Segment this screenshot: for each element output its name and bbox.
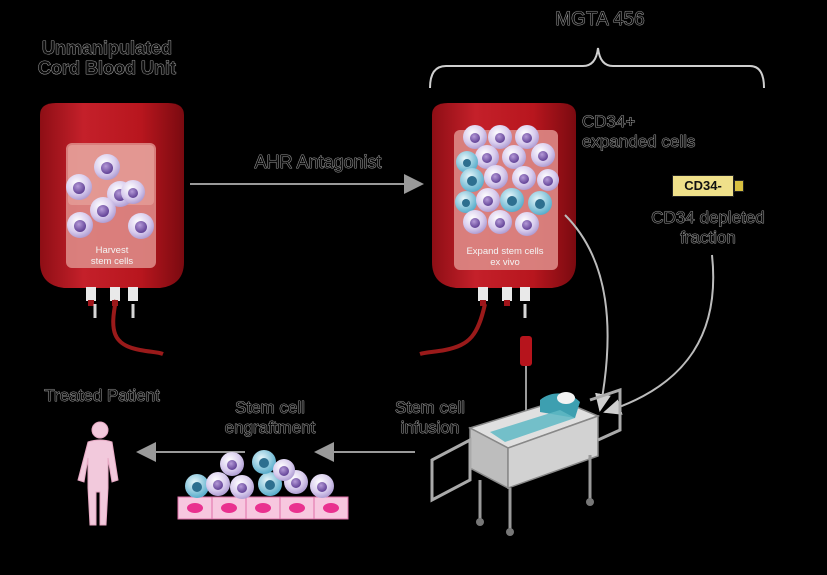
cd34-expanded-label: CD34+ expanded cells <box>582 112 696 152</box>
cell-icon <box>500 188 524 212</box>
ahr-antagonist-label: AHR Antagonist <box>254 152 382 173</box>
cell-icon <box>460 168 484 192</box>
engraftment-label: Stem cell engraftment <box>224 398 316 438</box>
cell-icon <box>475 145 499 169</box>
hospital-bed-icon <box>430 387 622 536</box>
cell-icon <box>456 151 478 173</box>
left-bag-cells <box>66 154 154 239</box>
cell-icon <box>515 212 539 236</box>
engraftment-tissue <box>177 450 349 520</box>
cell-icon <box>185 474 209 498</box>
cell-icon <box>488 125 512 149</box>
expand-text: Expand stem cells ex vivo <box>466 246 544 268</box>
cell-icon <box>528 191 552 215</box>
harvest-text: Harvest stem cells <box>90 245 134 267</box>
cord-blood-unit-label: Unmanipulated Cord Blood Unit <box>38 38 177 79</box>
cell-icon <box>66 174 92 200</box>
cell-icon <box>488 210 512 234</box>
cell-icon <box>310 474 334 498</box>
cell-icon <box>258 472 282 496</box>
right-bag-cells <box>455 125 559 236</box>
expanded-to-bed-arrow <box>564 214 611 412</box>
treated-patient-label: Treated Patient <box>44 386 160 406</box>
cell-icon <box>463 125 487 149</box>
cell-icon <box>121 180 145 204</box>
cell-icon <box>455 191 477 213</box>
cell-icon <box>128 213 154 239</box>
cell-icon <box>94 154 120 180</box>
infusion-label: Stem cell infusion <box>395 398 466 438</box>
cell-icon <box>484 165 508 189</box>
cell-icon <box>220 452 244 476</box>
cd34-depleted-label: CD34 depleted fraction <box>651 208 765 248</box>
cell-icon <box>67 212 93 238</box>
cell-icon <box>206 472 230 496</box>
cell-icon <box>90 197 116 223</box>
tag-end-icon <box>734 180 744 192</box>
mgta-label: MGTA 456 <box>555 9 645 30</box>
cell-icon <box>515 125 539 149</box>
patient-figure-icon <box>77 421 119 526</box>
cell-icon <box>463 210 487 234</box>
cell-icon <box>502 145 526 169</box>
cd34-minus-tag: CD34- <box>672 175 734 197</box>
mgta-brace <box>429 47 765 89</box>
cell-icon <box>537 169 559 191</box>
cell-icon <box>512 166 536 190</box>
cell-icon <box>252 450 276 474</box>
cell-icon <box>476 188 500 212</box>
left-blood-bag-icon <box>40 103 184 356</box>
cell-icon <box>273 459 295 481</box>
depleted-to-bed-arrow <box>603 254 715 415</box>
cell-icon <box>531 143 555 167</box>
cell-icon <box>230 475 254 499</box>
